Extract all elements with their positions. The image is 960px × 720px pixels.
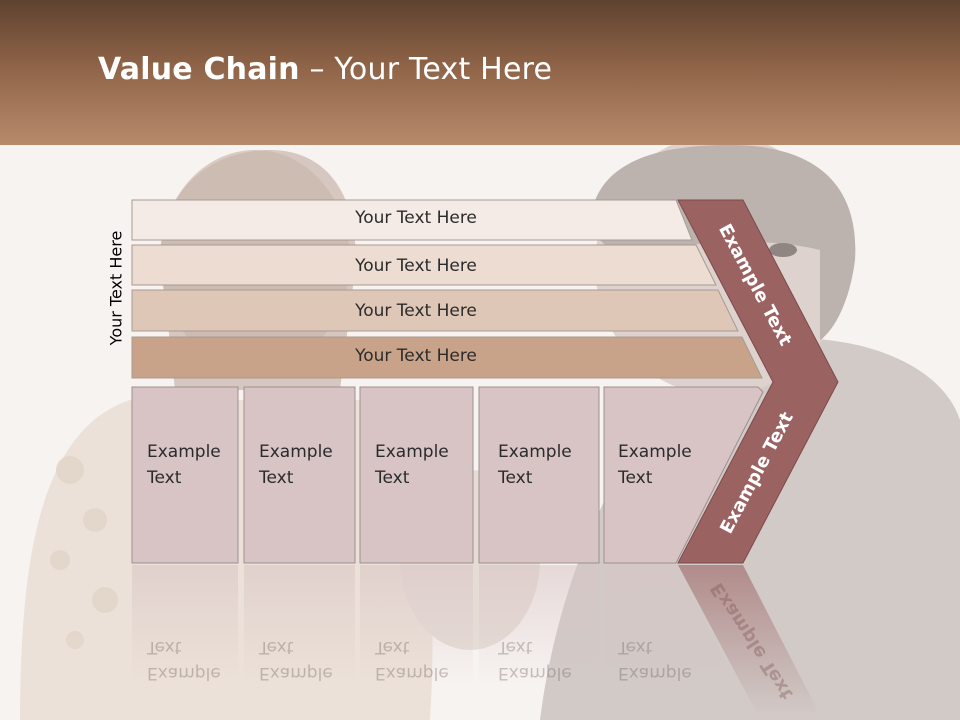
band-label-4: Your Text Here xyxy=(355,346,477,366)
box-label-3-reflection: Example Text xyxy=(375,634,449,686)
boxes-reflection xyxy=(132,565,820,715)
value-chevron-arrow[interactable] xyxy=(677,199,839,564)
box-label-3-reflection-line1: Example xyxy=(375,663,449,683)
box-label-1-reflection: Example Text xyxy=(147,634,221,686)
box-label-4-reflection-line1: Example xyxy=(498,663,572,683)
box-label-3-reflection-line2: Text xyxy=(375,637,410,657)
box-label-2-line2: Text xyxy=(259,468,294,488)
slide-header: Value Chain – Your Text Here xyxy=(0,0,960,145)
box-label-5-reflection-line2: Text xyxy=(618,637,653,657)
box-label-3: Example Text xyxy=(375,439,449,491)
band-label-3: Your Text Here xyxy=(355,301,477,321)
box-label-2-reflection-line1: Example xyxy=(259,663,333,683)
box-label-5-reflection: Example Text xyxy=(618,634,692,686)
box-label-5-line1: Example xyxy=(618,442,692,462)
slide-title[interactable]: Value Chain – Your Text Here xyxy=(98,52,552,87)
box-label-4-line1: Example xyxy=(498,442,572,462)
box-label-1-reflection-line1: Example xyxy=(147,663,221,683)
box-label-3-line2: Text xyxy=(375,468,410,488)
value-band-3[interactable] xyxy=(131,289,739,332)
box-label-4-reflection-line2: Text xyxy=(498,637,533,657)
box-label-1: Example Text xyxy=(147,439,221,491)
band-label-1: Your Text Here xyxy=(355,208,477,228)
value-band-2[interactable] xyxy=(131,244,717,286)
activity-box-1[interactable] xyxy=(131,386,239,564)
box-label-5-reflection-line1: Example xyxy=(618,663,692,683)
box-label-4-reflection: Example Text xyxy=(498,634,572,686)
box-label-2: Example Text xyxy=(259,439,333,491)
box-label-3-line1: Example xyxy=(375,442,449,462)
activity-box-2[interactable] xyxy=(243,386,356,564)
box-label-1-line1: Example xyxy=(147,442,221,462)
title-bold-part: Value Chain xyxy=(98,52,300,87)
box-label-5: Example Text xyxy=(618,439,692,491)
activity-box-5[interactable] xyxy=(603,386,764,564)
box-label-4: Example Text xyxy=(498,439,572,491)
box-label-2-reflection: Example Text xyxy=(259,634,333,686)
value-band-4[interactable] xyxy=(131,336,763,379)
value-band-1[interactable] xyxy=(131,199,693,241)
activity-box-4[interactable] xyxy=(478,386,600,564)
box-label-1-line2: Text xyxy=(147,468,182,488)
box-label-4-line2: Text xyxy=(498,468,533,488)
activity-box-3[interactable] xyxy=(359,386,474,564)
side-label[interactable]: Your Text Here xyxy=(106,230,126,346)
band-label-2: Your Text Here xyxy=(355,256,477,276)
box-label-1-reflection-line2: Text xyxy=(147,637,182,657)
box-label-5-line2: Text xyxy=(618,468,653,488)
title-rest-part: – Your Text Here xyxy=(299,52,553,87)
box-label-2-line1: Example xyxy=(259,442,333,462)
box-label-2-reflection-line2: Text xyxy=(259,637,294,657)
